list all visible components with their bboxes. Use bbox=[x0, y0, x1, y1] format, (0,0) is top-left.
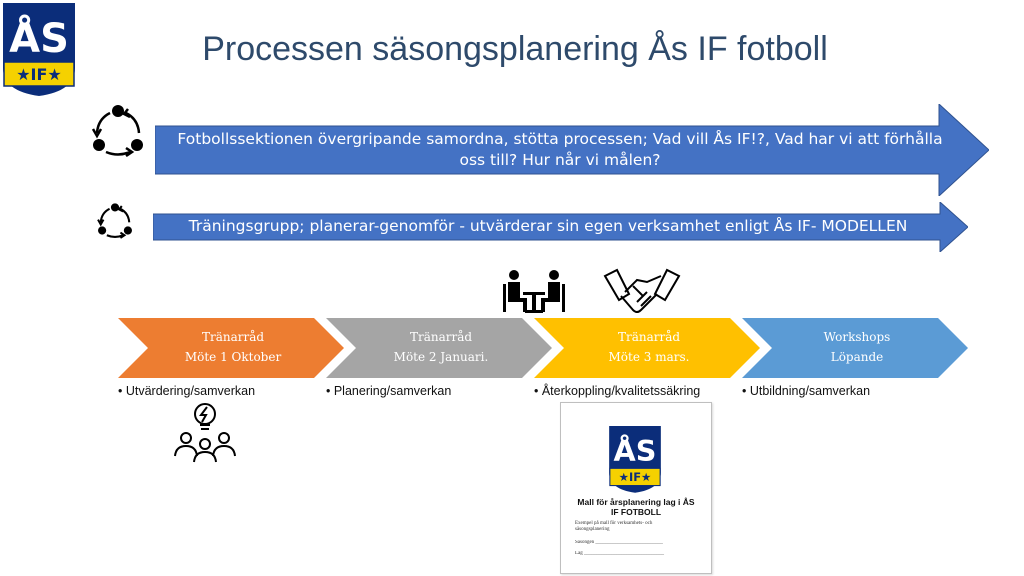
logo-letters: ÅS bbox=[9, 13, 69, 62]
process-arrow-main: Fotbollssektionen övergripande samordna,… bbox=[155, 104, 989, 196]
cycle-icon bbox=[90, 103, 146, 159]
stage-chevron-3: Tränarråd Möte 3 mars. bbox=[534, 318, 760, 378]
stage-2-subtitle: Möte 2 Januari. bbox=[393, 350, 489, 364]
stage-4-subtitle: Löpande bbox=[830, 350, 884, 364]
stage-1-title: Tränarråd bbox=[201, 330, 265, 344]
club-logo: ÅS ★IF★ bbox=[0, 0, 78, 99]
process-arrow-team: Träningsgrupp; planerar-genomför - utvär… bbox=[153, 202, 968, 252]
meeting-icon bbox=[501, 268, 567, 314]
stage-4-title: Workshops bbox=[823, 330, 891, 344]
logo-band: ★IF★ bbox=[16, 65, 62, 84]
stage-1-subtitle: Möte 1 Oktober bbox=[184, 350, 282, 364]
stage-chevron-1: Tränarråd Möte 1 Oktober bbox=[118, 318, 344, 378]
document-logo-band: ★IF★ bbox=[619, 470, 652, 484]
arrow-team-text: Träningsgrupp; planerar-genomför - utvär… bbox=[188, 217, 908, 235]
stage-1-bullet: • Utvärdering/samverkan bbox=[118, 384, 256, 398]
arrow-main-text: Fotbollssektionen övergripande samordna,… bbox=[177, 130, 943, 169]
handshake-icon bbox=[603, 266, 681, 316]
stage-2-title: Tränarråd bbox=[409, 330, 473, 344]
page-title: Processen säsongsplanering Ås IF fotboll bbox=[202, 30, 828, 68]
stage-4-bullet: • Utbildning/samverkan bbox=[742, 384, 871, 398]
team-idea-icon bbox=[172, 402, 238, 464]
document-intro: Exempel på mall för verksamhets- och säs… bbox=[575, 521, 653, 532]
stage-3-subtitle: Möte 3 mars. bbox=[608, 350, 690, 364]
cycle-icon-small bbox=[96, 202, 134, 240]
document-logo: ÅS ★IF★ bbox=[607, 423, 663, 495]
stage-chevron-4: Workshops Löpande bbox=[742, 318, 968, 378]
planning-template-document: ÅS ★IF★ Mall för årsplanering lag i ÅS I… bbox=[560, 402, 712, 574]
document-logo-letters: ÅS bbox=[614, 434, 657, 468]
document-field-team: Lag ________________________________ bbox=[575, 551, 665, 556]
stage-3-bullet: • Återkoppling/kvalitetssäkring bbox=[534, 384, 701, 398]
stage-chevron-2: Tränarråd Möte 2 Januari. bbox=[326, 318, 552, 378]
stage-3-title: Tränarråd bbox=[617, 330, 681, 344]
document-field-season: Säsongen ___________________________ bbox=[575, 540, 663, 545]
document-title: Mall för årsplanering lag i ÅS IF FOTBOL… bbox=[577, 497, 695, 517]
stage-2-bullet: • Planering/samverkan bbox=[326, 384, 452, 398]
